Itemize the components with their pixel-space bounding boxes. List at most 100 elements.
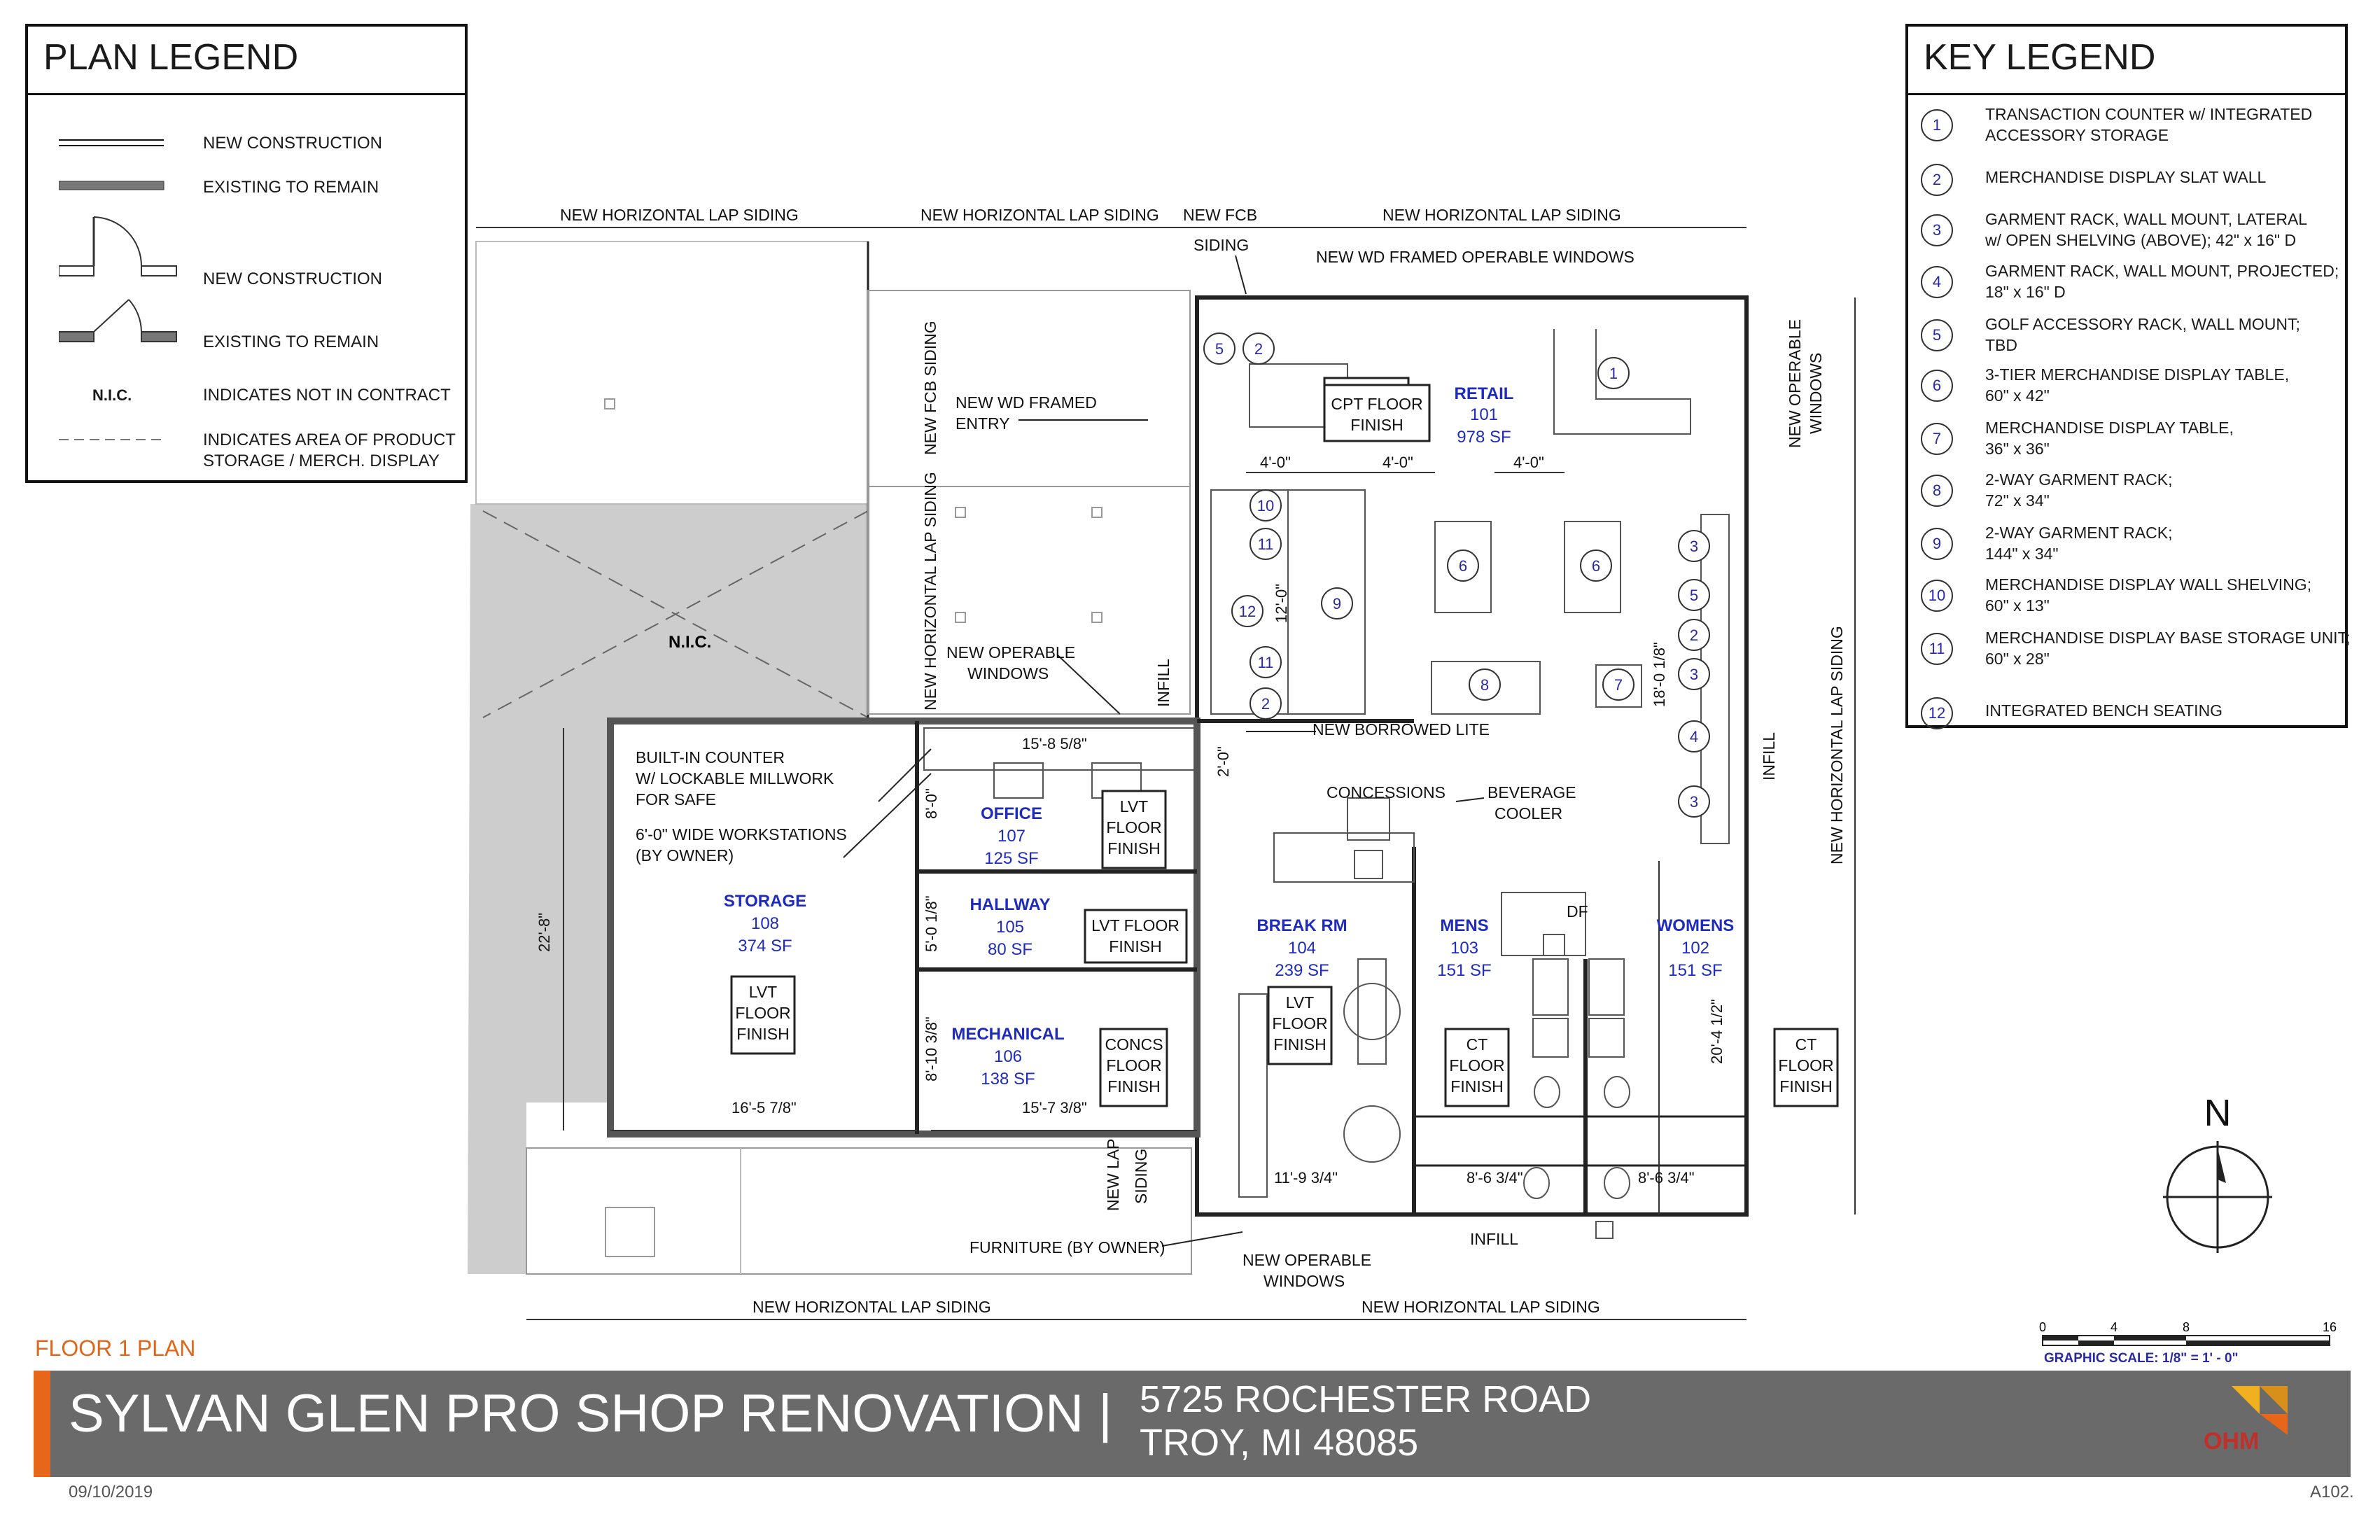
key-description: 3-TIER MERCHANDISE DISPLAY TABLE,60" x 4… bbox=[1985, 365, 2290, 405]
note-counter-c: FOR SAFE bbox=[636, 790, 716, 808]
floor-label: FLOOR 1 PLAN bbox=[35, 1336, 196, 1361]
plan-key-marker-label: 3 bbox=[1690, 666, 1698, 683]
plan-key-marker bbox=[1602, 668, 1634, 701]
legend-item-nic: N.I.C. INDICATES NOT IN CONTRACT bbox=[28, 363, 465, 405]
note-bev-b: COOLER bbox=[1494, 804, 1562, 822]
finish-tag-womens: CT FLOOR FINISH bbox=[1773, 1028, 1839, 1107]
plan-key-marker-label: 5 bbox=[1690, 587, 1698, 604]
room-tag-storage: STORAGE 108 374 SF bbox=[724, 892, 806, 955]
svg-text:CPT FLOOR: CPT FLOOR bbox=[1331, 395, 1422, 413]
svg-text:125 SF: 125 SF bbox=[984, 849, 1038, 868]
plan-key-marker bbox=[1580, 550, 1612, 582]
plan-key-marker-label: 10 bbox=[1257, 497, 1274, 514]
plan-key-marker bbox=[1678, 785, 1710, 818]
svg-text:105: 105 bbox=[996, 918, 1024, 937]
note-counter-a: BUILT-IN COUNTER bbox=[636, 748, 785, 766]
svg-text:FLOOR: FLOOR bbox=[1106, 1056, 1161, 1074]
key-description: INTEGRATED BENCH SEATING bbox=[1985, 701, 2223, 720]
note-op-win-a: NEW OPERABLE bbox=[946, 643, 1075, 662]
logo-text: OHM bbox=[2204, 1428, 2260, 1455]
svg-text:FINISH: FINISH bbox=[1107, 839, 1160, 858]
key-description: MERCHANDISE DISPLAY WALL SHELVING;60" x … bbox=[1985, 575, 2312, 615]
svg-text:FINISH: FINISH bbox=[1350, 416, 1403, 434]
svg-text:RETAIL: RETAIL bbox=[1455, 384, 1514, 403]
legend-label: INDICATES NOT IN CONTRACT bbox=[203, 386, 451, 405]
svg-text:HALLWAY: HALLWAY bbox=[969, 895, 1050, 914]
plan-key-marker bbox=[1321, 587, 1353, 620]
plan-key-marker-label: 4 bbox=[1690, 728, 1698, 746]
scale-label: GRAPHIC SCALE: 1/8" = 1' - 0" bbox=[2044, 1351, 2239, 1366]
note-bottom-win-a: NEW OPERABLE bbox=[1242, 1251, 1371, 1269]
room-tag-break: BREAK RM 104 239 SF bbox=[1256, 916, 1347, 980]
note-bottom-win-b: WINDOWS bbox=[1264, 1272, 1345, 1290]
plan-key-marker-label: 2 bbox=[1254, 340, 1263, 358]
dim-22: 22'-8" bbox=[536, 913, 553, 952]
finish-tag-mechanical: CONCS FLOOR FINISH bbox=[1099, 1028, 1168, 1107]
key-number-icon: 5 bbox=[1921, 319, 1953, 351]
date: 09/10/2019 bbox=[69, 1483, 153, 1502]
svg-text:FINISH: FINISH bbox=[1273, 1035, 1326, 1054]
plan-key-marker bbox=[1203, 332, 1236, 365]
note-counter-b: W/ LOCKABLE MILLWORK bbox=[636, 769, 834, 788]
plan-key-marker bbox=[1597, 357, 1630, 389]
dim-119: 11'-9 3/4" bbox=[1274, 1169, 1338, 1186]
key-number-icon: 11 bbox=[1921, 633, 1953, 665]
plan-key-marker-label: 9 bbox=[1333, 595, 1341, 612]
project-title: SYLVAN GLEN PRO SHOP RENOVATION | bbox=[69, 1384, 1112, 1443]
room-tag-retail: RETAIL 101 978 SF bbox=[1455, 384, 1514, 447]
svg-text:FLOOR: FLOOR bbox=[1778, 1056, 1833, 1074]
svg-text:LVT: LVT bbox=[1120, 797, 1148, 816]
dim-5: 5'-0 1/8" bbox=[923, 895, 940, 952]
plan-key-marker-label: 7 bbox=[1614, 676, 1623, 694]
plan-key-marker-label: 2 bbox=[1690, 626, 1698, 644]
key-description: GOLF ACCESSORY RACK, WALL MOUNT;TBD bbox=[1985, 315, 2300, 354]
plan-key-marker bbox=[1678, 658, 1710, 690]
plan-key-marker-label: 5 bbox=[1215, 340, 1224, 358]
svg-text:107: 107 bbox=[997, 827, 1026, 846]
plan-key-marker-label: 2 bbox=[1261, 695, 1270, 713]
key-number-icon: 8 bbox=[1921, 475, 1953, 507]
svg-text:978 SF: 978 SF bbox=[1457, 428, 1511, 447]
plan-key-marker bbox=[1250, 489, 1282, 522]
key-number-icon: 3 bbox=[1921, 214, 1953, 246]
dim-204: 20'-4 1/2" bbox=[1708, 999, 1726, 1064]
svg-text:374 SF: 374 SF bbox=[738, 937, 792, 955]
scale-tick-4: 4 bbox=[2110, 1320, 2118, 1334]
legend-item-existing-wall: EXISTING TO REMAIN bbox=[28, 156, 465, 198]
note-entry-b: ENTRY bbox=[955, 414, 1010, 433]
nic-label: N.I.C. bbox=[668, 633, 711, 652]
svg-text:LVT FLOOR: LVT FLOOR bbox=[1091, 916, 1180, 934]
svg-text:STORAGE: STORAGE bbox=[724, 892, 806, 911]
siding-left-lap: NEW HORIZONTAL LAP SIDING bbox=[921, 472, 939, 710]
dim-15: 15'-8 5/8" bbox=[1022, 735, 1087, 752]
dim-3: 4'-0" bbox=[1513, 454, 1544, 471]
room-tag-office: OFFICE 107 125 SF bbox=[981, 804, 1042, 868]
key-number-icon: 2 bbox=[1921, 164, 1953, 196]
north-arrow: N bbox=[2163, 1092, 2272, 1253]
note-entry-a: NEW WD FRAMED bbox=[955, 393, 1097, 412]
plan-key-marker bbox=[1231, 595, 1264, 627]
room-tag-hallway: HALLWAY 105 80 SF bbox=[969, 895, 1050, 959]
key-description: 2-WAY GARMENT RACK;144" x 34" bbox=[1985, 524, 2173, 563]
siding-top-4: NEW HORIZONTAL LAP SIDING bbox=[1382, 206, 1621, 224]
plan-key-marker bbox=[1250, 646, 1282, 678]
legend-label: EXISTING TO REMAIN bbox=[203, 178, 379, 197]
key-description: 2-WAY GARMENT RACK;72" x 34" bbox=[1985, 470, 2173, 510]
finish-tag-mens: CT FLOOR FINISH bbox=[1444, 1028, 1510, 1107]
svg-text:LVT: LVT bbox=[749, 983, 777, 1001]
plan-key-marker-label: 3 bbox=[1690, 538, 1698, 555]
finish-tag-office: LVT FLOOR FINISH bbox=[1101, 790, 1167, 869]
legend-label: NEW CONSTRUCTION bbox=[203, 134, 382, 153]
finish-tag-cpt: CPT FLOOR FINISH bbox=[1323, 384, 1431, 442]
svg-text:103: 103 bbox=[1450, 939, 1478, 958]
key-number-icon: 9 bbox=[1921, 528, 1953, 560]
svg-text:FINISH: FINISH bbox=[1450, 1077, 1503, 1096]
note-bev-a: BEVERAGE bbox=[1488, 783, 1576, 802]
note-right-win-b: WINDOWS bbox=[1807, 353, 1825, 434]
graphic-scale: 0 4 8 16 bbox=[2039, 1320, 2337, 1346]
plan-legend-title: PLAN LEGEND bbox=[28, 27, 465, 95]
dashed-line-symbol bbox=[59, 439, 164, 440]
